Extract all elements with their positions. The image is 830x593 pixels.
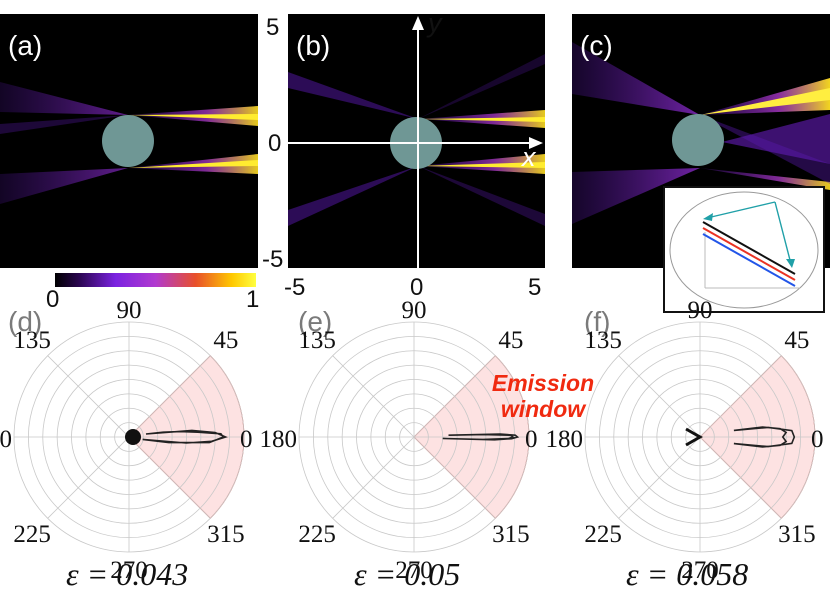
emission-line-2: window	[500, 396, 586, 422]
polar-spoke-d-45	[128, 355, 211, 438]
polar-spoke-f-135	[618, 355, 701, 438]
panel-c-label: (c)	[580, 30, 613, 61]
polar-center-cusp-f	[685, 427, 704, 447]
polar-tick-f-315: 315	[778, 521, 816, 548]
y-tick-mid: 0	[268, 130, 282, 157]
epsilon-d: ε = 0.043	[66, 556, 189, 592]
y-tick-bottom: -5	[262, 246, 284, 273]
epsilon-f: ε = 0.058	[626, 556, 749, 592]
x-tick-mid: 0	[410, 274, 424, 301]
panel-b-heatmap	[288, 16, 545, 268]
polar-tick-e-315: 315	[492, 521, 530, 548]
polar-series-d-0	[142, 429, 228, 444]
polar-tick-d-225: 225	[13, 521, 51, 548]
polar-spoke-f-225	[618, 436, 701, 519]
polar-tick-f-225: 225	[584, 521, 622, 548]
x-tick-right: 5	[528, 274, 542, 301]
polar-tick-f-90: 90	[688, 297, 713, 324]
polar-spoke-e-315	[413, 436, 496, 519]
panel-a-label: (a)	[8, 30, 43, 61]
panel-b-label: (b)	[296, 30, 331, 61]
polar-tick-d-180: 180	[0, 426, 12, 453]
x-tick-left: -5	[284, 274, 306, 301]
polar-tick-d-45: 45	[213, 327, 238, 354]
inset-box	[663, 186, 825, 313]
x-axis-label: x	[522, 142, 536, 172]
polar-tick-f-180: 180	[546, 426, 584, 453]
polar-tick-d-315: 315	[207, 521, 245, 548]
polar-tick-e-270: 270	[395, 557, 433, 584]
colorbar	[55, 273, 256, 287]
polar-tick-d-0: 0	[240, 426, 253, 453]
panel-b: (b) x	[288, 14, 545, 268]
y-tick-top: 5	[266, 14, 280, 41]
panel-e-label: (e)	[298, 306, 333, 337]
emission-line-1: Emission	[491, 370, 595, 396]
polar-tick-e-180: 180	[260, 426, 298, 453]
polar-spoke-e-45	[413, 355, 496, 438]
polar-tick-e-90: 90	[402, 297, 427, 324]
polar-tick-d-135: 135	[13, 327, 51, 354]
polar-tick-f-45: 45	[784, 327, 809, 354]
emission-window-label: Emission window	[478, 370, 608, 422]
panel-a: (a)	[0, 14, 258, 268]
epsilon-e: ε = 0.05	[354, 556, 461, 592]
polar-series-e-0	[442, 433, 520, 441]
y-axis-arrow	[412, 16, 424, 30]
polar-series-f-0	[733, 426, 796, 448]
polar-tick-f-135: 135	[584, 327, 622, 354]
polar-tick-e-0: 0	[525, 426, 538, 453]
polar-spoke-d-135	[47, 355, 130, 438]
colorbar-min-label: 0	[46, 286, 60, 313]
inset-diagram	[669, 191, 819, 309]
polar-tick-e-135: 135	[298, 327, 336, 354]
panel-d-label: (d)	[8, 306, 43, 337]
polar-tick-f-270: 270	[681, 557, 719, 584]
panel-f-label: (f)	[584, 306, 611, 337]
panel-c: (c)	[572, 14, 830, 268]
colorbar-max-label: 1	[246, 286, 260, 313]
polar-tick-d-90: 90	[117, 297, 142, 324]
polar-spoke-d-225	[47, 436, 130, 519]
polar-spoke-e-135	[332, 355, 415, 438]
polar-spoke-f-315	[699, 436, 782, 519]
polar-spoke-f-45	[699, 355, 782, 438]
x-axis-arrow	[529, 137, 543, 149]
polar-tick-d-270: 270	[110, 557, 148, 584]
polar-tick-f-0: 0	[811, 426, 824, 453]
polar-spoke-d-315	[128, 436, 211, 519]
panel-c-heatmap	[572, 42, 830, 224]
panel-a-heatmap	[0, 82, 258, 204]
polar-tick-e-45: 45	[498, 327, 523, 354]
polar-center-blob-d	[125, 429, 141, 445]
y-axis-label: y	[428, 8, 442, 38]
polar-tick-e-225: 225	[298, 521, 336, 548]
polar-spoke-e-225	[332, 436, 415, 519]
